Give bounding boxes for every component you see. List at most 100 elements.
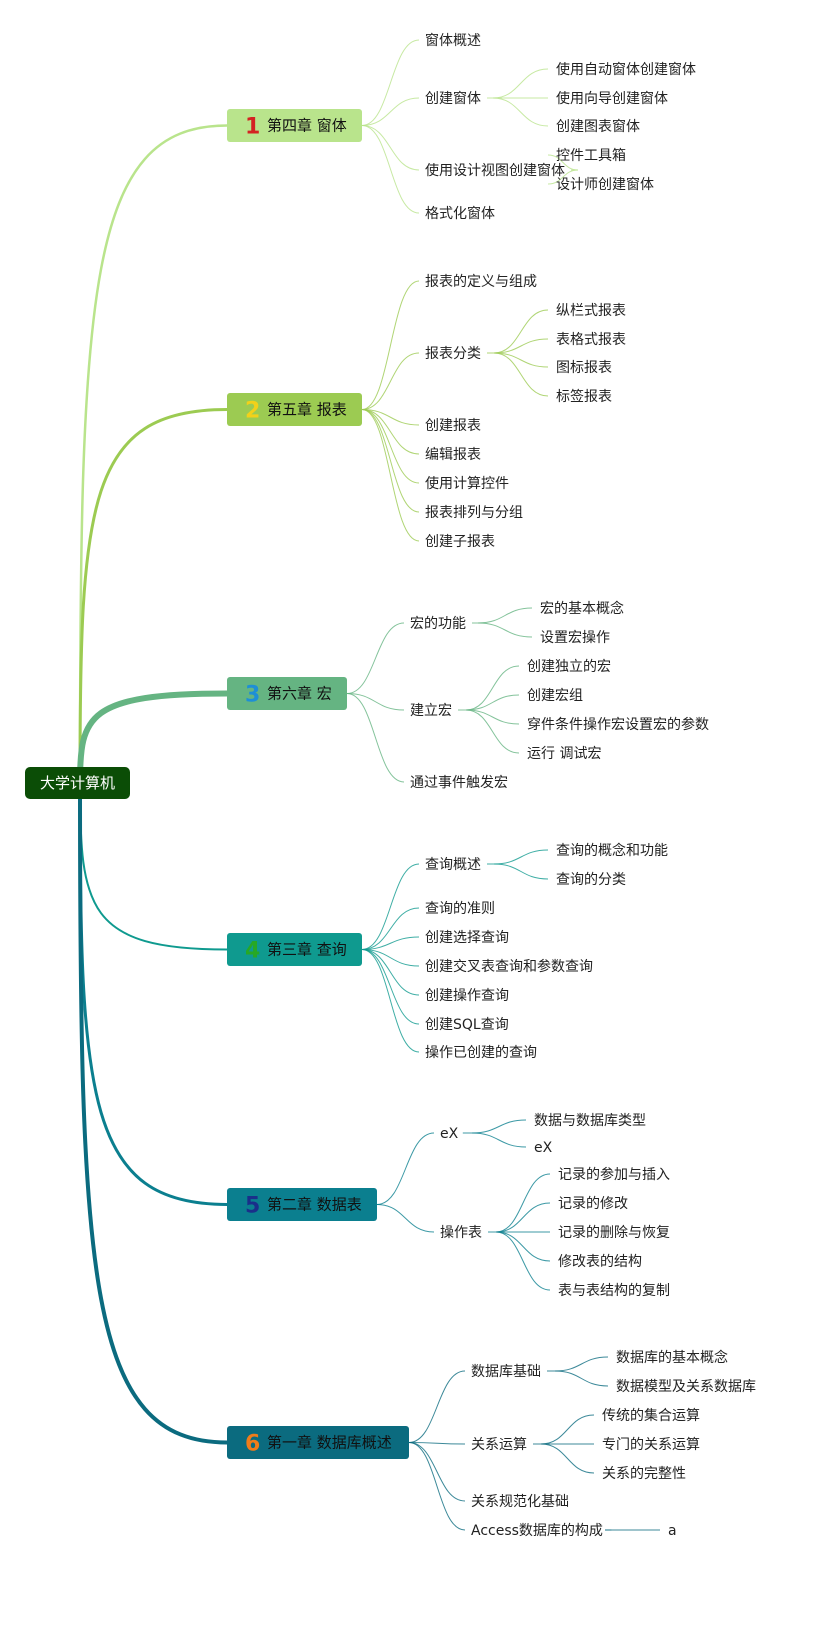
- subtopic-label[interactable]: 表与表结构的复制: [558, 1282, 670, 1299]
- chapter-box: [227, 933, 362, 966]
- topic-label[interactable]: 报表排列与分组: [425, 505, 523, 521]
- topic-label[interactable]: 建立宏: [410, 703, 452, 719]
- topic-label[interactable]: 宏的功能: [410, 616, 466, 632]
- topic-label[interactable]: Access数据库的构成: [471, 1523, 603, 1539]
- topic-label[interactable]: 创建交叉表查询和参数查询: [425, 958, 593, 975]
- topic-label[interactable]: 创建SQL查询: [425, 1017, 509, 1033]
- branch-link: [361, 409, 420, 426]
- subtopic-label[interactable]: 数据模型及关系数据库: [616, 1379, 756, 1395]
- subtopic-link: [547, 154, 579, 171]
- root-node-box: [25, 767, 130, 799]
- subtopic-link: [493, 863, 549, 880]
- subtopic-label[interactable]: 纵栏式报表: [556, 303, 626, 319]
- topic-label[interactable]: 创建选择查询: [425, 930, 509, 946]
- topic-label[interactable]: 创建窗体: [425, 90, 481, 107]
- branch-link: [361, 125, 420, 171]
- branch-link: [361, 280, 420, 410]
- subtopic-label[interactable]: 数据与数据库类型: [534, 1113, 646, 1129]
- subtopic-label[interactable]: 查询的分类: [556, 872, 626, 888]
- subtopic-label[interactable]: 记录的参加与插入: [558, 1166, 670, 1183]
- subtopic-label[interactable]: 修改表的结构: [558, 1254, 642, 1270]
- branch-link: [361, 949, 420, 996]
- topic-label[interactable]: eX: [440, 1126, 459, 1142]
- topic-label[interactable]: 操作已创建的查询: [425, 1045, 537, 1061]
- subtopic-label[interactable]: 宏的基本概念: [540, 600, 624, 617]
- branch-link: [408, 1442, 466, 1531]
- chapter-number: 5: [245, 1194, 260, 1219]
- connector-lines: [77, 39, 660, 1531]
- subtopic-link: [465, 694, 520, 711]
- root-link-1: [78, 124, 228, 784]
- branch-link: [346, 693, 405, 711]
- topic-label[interactable]: 关系规范化基础: [471, 1493, 569, 1510]
- chapter-number: 6: [245, 1432, 260, 1457]
- subtopic-label[interactable]: 标签报表: [556, 388, 612, 405]
- topic-label[interactable]: 数据库基础: [471, 1363, 541, 1380]
- branch-link: [408, 1442, 466, 1445]
- root-link-2: [78, 408, 228, 784]
- subtopic-label[interactable]: 图标报表: [556, 360, 612, 376]
- subtopic-link: [465, 665, 520, 711]
- branch-link: [346, 622, 405, 694]
- topic-label[interactable]: 创建操作查询: [425, 988, 509, 1004]
- topic-label[interactable]: 报表的定义与组成: [425, 274, 537, 290]
- subtopic-link: [477, 622, 533, 638]
- subtopic-label[interactable]: 控件工具箱: [556, 148, 626, 164]
- branch-link: [361, 409, 420, 542]
- subtopic-label[interactable]: 记录的删除与恢复: [558, 1224, 670, 1241]
- subtopic-label[interactable]: 关系的完整性: [602, 1466, 686, 1482]
- subtopic-label[interactable]: a: [668, 1523, 677, 1539]
- subtopic-label[interactable]: 使用向导创建窗体: [556, 90, 668, 107]
- subtopic-link: [540, 1414, 595, 1445]
- branch-link: [361, 409, 420, 455]
- topic-label[interactable]: 查询的准则: [425, 901, 495, 917]
- topic-label[interactable]: 操作表: [440, 1225, 482, 1241]
- chapter-box: [227, 109, 362, 142]
- topic-label[interactable]: 报表分类: [425, 346, 481, 362]
- chapter-number: 4: [245, 939, 260, 964]
- subtopic-label[interactable]: 设计师创建窗体: [556, 176, 654, 193]
- subtopic-link: [492, 97, 549, 127]
- subtopic-label[interactable]: 数据库的基本概念: [616, 1349, 728, 1366]
- subtopic-label[interactable]: 创建独立的宏: [527, 659, 611, 675]
- subtopic-link: [477, 607, 533, 624]
- topic-label[interactable]: 使用设计视图创建窗体: [425, 162, 565, 179]
- subtopic-label[interactable]: 记录的修改: [558, 1196, 628, 1212]
- subtopic-label[interactable]: 查询的概念和功能: [556, 842, 668, 859]
- topic-label[interactable]: 编辑报表: [425, 447, 481, 463]
- chapter-box: [227, 1426, 409, 1459]
- topic-label[interactable]: 创建报表: [425, 418, 481, 434]
- subtopic-label[interactable]: 设置宏操作: [540, 630, 610, 646]
- subtopic-link: [554, 1356, 609, 1372]
- topic-label[interactable]: 查询概述: [425, 857, 481, 873]
- subtopic-label[interactable]: 运行 调试宏: [527, 746, 601, 762]
- subtopic-label[interactable]: 创建图表窗体: [556, 118, 640, 135]
- subtopic-label[interactable]: 穿件条件操作宏设置宏的参数: [527, 716, 709, 733]
- subtopic-link: [540, 1443, 595, 1474]
- subtopic-label[interactable]: 使用自动窗体创建窗体: [556, 61, 696, 78]
- root-node[interactable]: 大学计算机: [25, 767, 130, 799]
- topic-label[interactable]: 使用计算控件: [425, 475, 509, 492]
- topic-label[interactable]: 窗体概述: [425, 32, 481, 49]
- subtopic-link: [495, 1173, 551, 1233]
- subtopic-link: [495, 1231, 551, 1291]
- subtopic-link: [493, 338, 549, 354]
- topic-label[interactable]: 关系运算: [471, 1437, 527, 1453]
- subtopic-link: [495, 1231, 551, 1262]
- subtopic-link: [493, 352, 549, 368]
- subtopic-label[interactable]: 传统的集合运算: [602, 1407, 700, 1424]
- subtopic-label[interactable]: eX: [534, 1140, 553, 1156]
- subtopic-label[interactable]: 创建宏组: [527, 688, 583, 704]
- subtopic-label[interactable]: 专门的关系运算: [602, 1437, 700, 1453]
- topic-label[interactable]: 格式化窗体: [425, 205, 495, 222]
- root-link-5: [78, 782, 228, 1206]
- topic-label[interactable]: 通过事件触发宏: [410, 775, 508, 791]
- subtopic-label[interactable]: 表格式报表: [556, 332, 626, 348]
- topic-label[interactable]: 创建子报表: [425, 534, 495, 550]
